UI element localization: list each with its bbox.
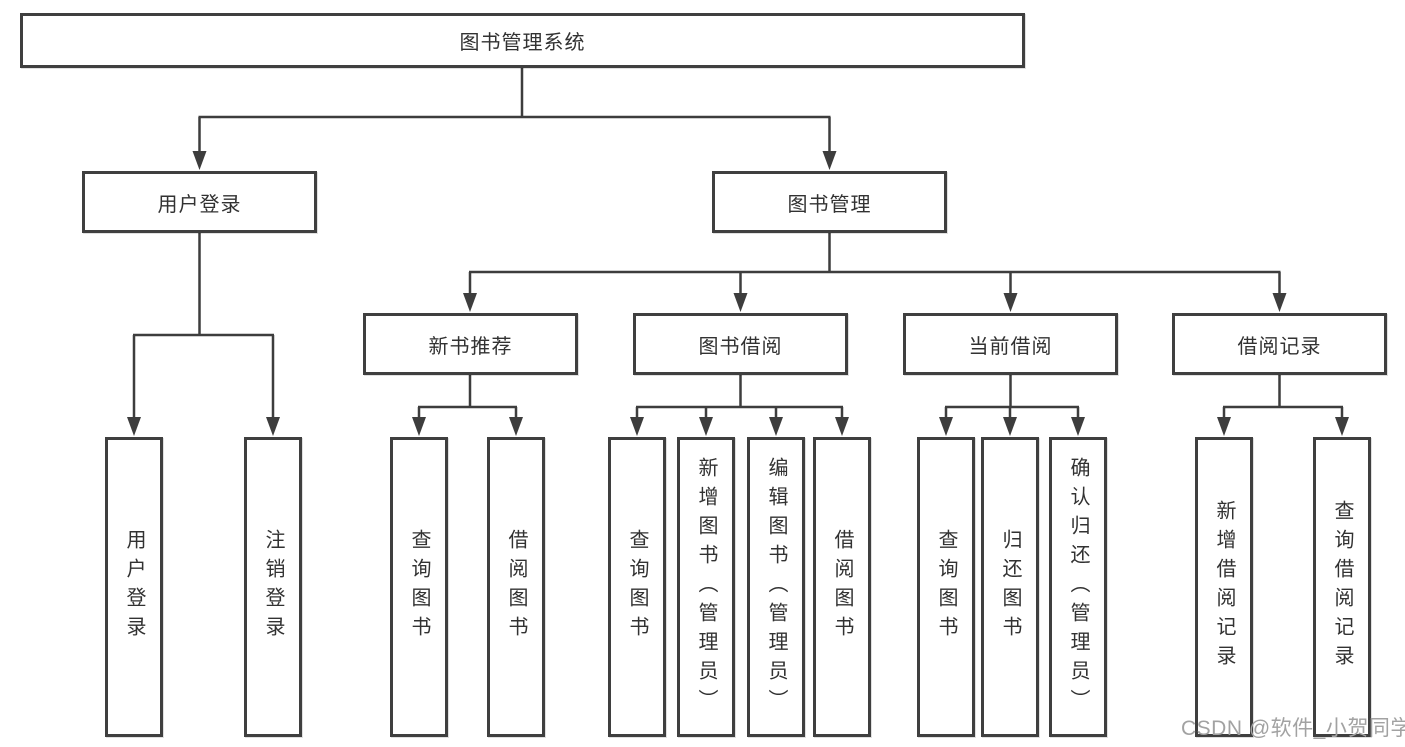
node-label: 图书管理系统: [459, 32, 586, 54]
node-new-book-recommend: 新书推荐: [363, 313, 578, 375]
leaf-edit-books-admin: 编辑图书（管理员）: [747, 437, 805, 737]
node-label: 查询图书: [935, 529, 957, 645]
node-label: 新增借阅记录: [1213, 500, 1235, 674]
arrow-down-icon: [1003, 293, 1018, 312]
arrow-down-icon: [733, 293, 748, 312]
node-user-login: 用户登录: [82, 171, 317, 233]
node-label: 用户登录: [157, 193, 242, 216]
arrow-down-icon: [1217, 417, 1231, 436]
leaf-return-books: 归还图书: [981, 437, 1039, 737]
node-label: 查询图书: [626, 529, 648, 645]
arrow-down-icon: [463, 293, 477, 312]
node-label: 确认归还（管理员）: [1067, 456, 1089, 718]
arrow-down-icon: [822, 151, 837, 170]
leaf-add-borrow-record: 新增借阅记录: [1195, 437, 1253, 737]
node-label: 用户登录: [123, 529, 145, 645]
node-label: 借阅记录: [1237, 335, 1322, 358]
node-label: 查询借阅记录: [1331, 500, 1353, 674]
node-label: 查询图书: [408, 529, 430, 645]
arrow-down-icon: [835, 417, 849, 436]
node-label: 新增图书（管理员）: [695, 456, 717, 718]
leaf-user-login: 用户登录: [105, 437, 163, 737]
node-label: 借阅图书: [505, 529, 527, 645]
leaf-query-books-recommend: 查询图书: [390, 437, 448, 737]
node-label: 借阅图书: [831, 529, 853, 645]
arrow-down-icon: [1272, 293, 1287, 312]
leaf-add-books-admin: 新增图书（管理员）: [677, 437, 735, 737]
node-label: 图书借阅: [698, 335, 783, 358]
leaf-query-borrow-record: 查询借阅记录: [1313, 437, 1371, 737]
arrow-down-icon: [127, 417, 141, 436]
arrow-down-icon: [630, 417, 644, 436]
arrow-down-icon: [1003, 417, 1017, 436]
node-label: 图书管理: [787, 193, 872, 216]
connector-userlogin-to-leaves: [132, 233, 275, 420]
leaf-query-books-current: 查询图书: [917, 437, 975, 737]
arrow-down-icon: [939, 417, 953, 436]
node-label: 编辑图书（管理员）: [765, 456, 787, 718]
leaf-logout: 注销登录: [244, 437, 302, 737]
connector-bookborrow-to-leaves: [635, 375, 844, 421]
csdn-watermark: CSDN @软件_小贺同学: [1181, 717, 1405, 740]
node-root-library-system: 图书管理系统: [20, 13, 1025, 68]
connector-bookmgmt-to-level3: [468, 233, 1281, 296]
node-label: 归还图书: [999, 529, 1021, 645]
node-current-borrow: 当前借阅: [903, 313, 1118, 375]
leaf-borrow-books-recommend: 借阅图书: [487, 437, 545, 737]
arrow-down-icon: [266, 417, 280, 436]
leaf-confirm-return-admin: 确认归还（管理员）: [1049, 437, 1107, 737]
arrow-down-icon: [412, 417, 426, 436]
arrow-down-icon: [699, 417, 713, 436]
arrow-down-icon: [1071, 417, 1085, 436]
leaf-query-books-borrow: 查询图书: [608, 437, 666, 737]
node-label: 新书推荐: [428, 335, 513, 358]
connector-currentborrow-to-leaves: [944, 375, 1080, 421]
arrowheads: [127, 151, 1349, 436]
connector-newbook-to-leaves: [417, 375, 518, 421]
leaf-borrow-books: 借阅图书: [813, 437, 871, 737]
node-book-borrow: 图书借阅: [633, 313, 848, 375]
node-label: 当前借阅: [968, 335, 1053, 358]
arrow-down-icon: [192, 151, 207, 170]
connector-records-to-leaves: [1222, 375, 1344, 421]
connector-root-to-level2: [198, 68, 831, 153]
arrow-down-icon: [769, 417, 783, 436]
node-borrow-records: 借阅记录: [1172, 313, 1387, 375]
arrow-down-icon: [509, 417, 523, 436]
arrow-down-icon: [1335, 417, 1349, 436]
node-book-management: 图书管理: [712, 171, 947, 233]
node-label: 注销登录: [262, 529, 284, 645]
